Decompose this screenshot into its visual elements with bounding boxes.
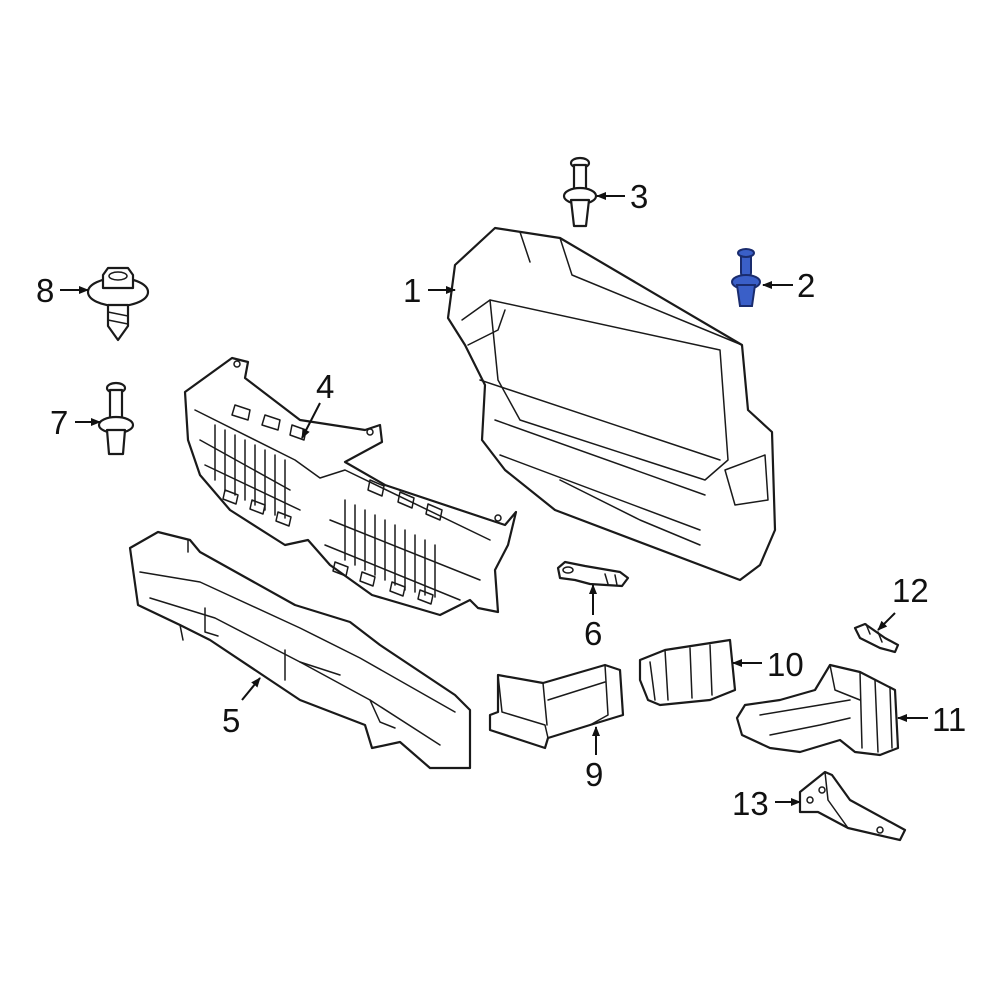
callout-5[interactable]: 5: [222, 702, 240, 739]
part-8-screw[interactable]: [86, 266, 150, 342]
part-11-air-deflector[interactable]: [735, 663, 900, 757]
callout-4[interactable]: 4: [316, 368, 334, 405]
callout-6[interactable]: 6: [584, 615, 602, 652]
part-2-push-pin[interactable]: [731, 248, 761, 307]
callout-11[interactable]: 11: [932, 701, 966, 738]
callout-2[interactable]: 2: [797, 267, 815, 304]
leader-12: [877, 612, 896, 631]
callout-13[interactable]: 13: [732, 785, 769, 822]
part-4-grille[interactable]: [183, 356, 518, 617]
part-6-bracket[interactable]: [556, 560, 630, 588]
leader-4: [301, 402, 321, 439]
part-12-clip[interactable]: [853, 622, 900, 654]
callout-8[interactable]: 8: [36, 272, 54, 309]
leader-5: [241, 677, 261, 701]
part-9-air-duct[interactable]: [488, 663, 625, 750]
callout-7[interactable]: 7: [50, 404, 68, 441]
callout-12[interactable]: 12: [892, 572, 929, 609]
part-3-push-pin[interactable]: [562, 156, 598, 228]
part-1-air-duct-frame[interactable]: [446, 226, 777, 582]
callout-9[interactable]: 9: [585, 756, 603, 793]
part-10-air-duct[interactable]: [638, 638, 737, 707]
callout-1[interactable]: 1: [403, 272, 421, 309]
callout-labels: 1 2 3 4 5 6 7 8 9 10 11 12 13: [36, 178, 966, 822]
part-7-push-pin[interactable]: [97, 381, 135, 456]
callout-3[interactable]: 3: [630, 178, 648, 215]
callout-10[interactable]: 10: [767, 646, 804, 683]
part-5-air-deflector[interactable]: [128, 530, 472, 770]
part-13-bracket[interactable]: [798, 770, 907, 842]
leader-lines: [60, 192, 928, 806]
